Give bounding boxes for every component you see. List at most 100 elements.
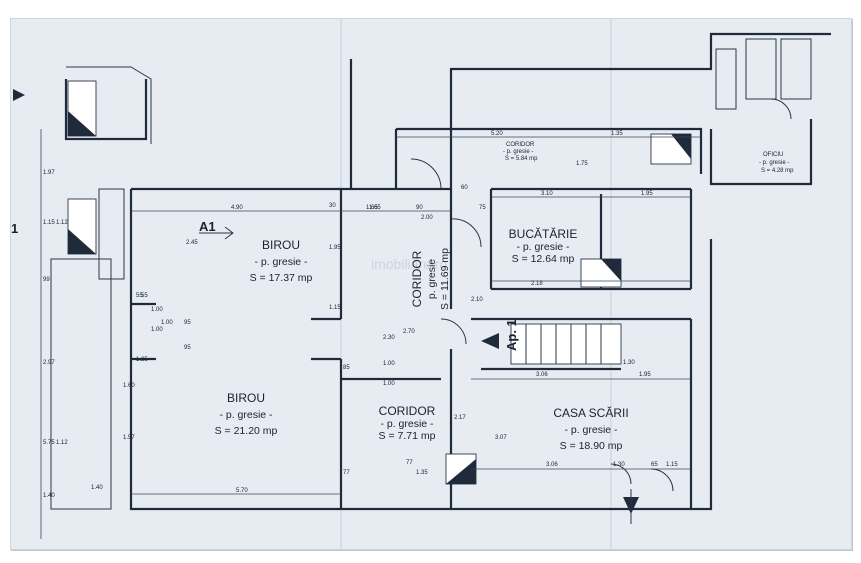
- dim-mid-9: 1.95: [639, 372, 651, 378]
- room-name: CORIDOR: [506, 142, 535, 148]
- room-floor: - p. gresie -: [254, 256, 308, 268]
- room-name: CORIDOR: [410, 250, 424, 307]
- room-coridor-sus: CORIDOR - p. gresie - S = 5.84 mp: [503, 142, 538, 162]
- dim-bottom-2: 77: [343, 470, 350, 476]
- dim-top-7: 1.95: [641, 191, 653, 197]
- dim-left-5: 5.75: [43, 440, 55, 446]
- room-floor: - p. gresie -: [219, 409, 273, 421]
- room-area: S = 5.84 mp: [505, 156, 538, 162]
- dim-top-8: 5.20: [491, 131, 503, 137]
- dim-mid-26: 1.30: [623, 360, 635, 366]
- dim-mid-18: 1.00: [161, 320, 173, 326]
- dim-top-2: 30: [329, 203, 336, 209]
- dim-top-4: 2.00: [421, 215, 433, 221]
- dim-top-9: 1.35: [611, 131, 623, 137]
- dim-mid-17: 95: [184, 320, 191, 326]
- room-name: CORIDOR: [379, 404, 436, 418]
- room-area: S = 7.71 mp: [379, 430, 436, 442]
- stair-top: [650, 133, 692, 165]
- stair-kitchen: [580, 258, 622, 288]
- room-floor: - p. gresie -: [759, 160, 789, 166]
- room-casa-scarii: CASA SCĂRII - p. gresie - S = 18.90 mp: [553, 405, 628, 452]
- room-floor: - p. gresie -: [503, 149, 533, 155]
- entry-arrow-icon: [481, 333, 499, 349]
- left-marker: 1: [11, 221, 18, 236]
- dim-bottom-5: 3.06: [546, 462, 558, 468]
- room-floor: - p. gresie -: [380, 418, 434, 430]
- stair-coridor-mic: [445, 453, 477, 485]
- room-name: BUCĂTĂRIE: [509, 226, 578, 241]
- room-area: S = 17.37 mp: [250, 272, 313, 284]
- dim-mid-20: 60: [461, 185, 468, 191]
- room-area: S = 18.90 mp: [560, 440, 623, 452]
- dimension-labels: 4.90 1.65 30 90 2.00 75 3.10 1.95 5.20 1…: [43, 131, 678, 499]
- dim-mid-22: 3.07: [495, 435, 507, 441]
- dim-mid-14: 1.00: [383, 361, 395, 367]
- dim-mid-15: 85: [343, 365, 350, 371]
- room-floor: p. gresie: [426, 259, 438, 299]
- room-name: BIROU: [227, 391, 265, 405]
- dim-mid-5: 1.60: [123, 383, 135, 389]
- room-floor: - p. gresie -: [564, 424, 618, 436]
- dim-left-7: 1.40: [43, 493, 55, 499]
- dim-top-10: 1.75: [576, 161, 588, 167]
- dim-mid-8: 3.06: [536, 372, 548, 378]
- floor-plan-drawing: imobiliare.ro: [11, 19, 831, 549]
- watermark: imobiliare.ro: [371, 256, 447, 272]
- dim-bottom-0: 1.40: [91, 485, 103, 491]
- room-bucatarie: BUCĂTĂRIE - p. gresie - S = 12.64 mp: [509, 226, 578, 265]
- dim-mid-11: 1.65: [366, 205, 378, 211]
- room-name: CASA SCĂRII: [553, 405, 628, 420]
- dim-mid-6: 1.57: [123, 435, 135, 441]
- building-walls: [50, 32, 831, 511]
- stair-upper-left: [67, 80, 97, 137]
- dim-bottom-6: 1.30: [613, 462, 625, 468]
- dim-mid-2: 1.00: [151, 307, 163, 313]
- room-name: BIROU: [262, 238, 300, 252]
- dim-top-1: 1.65: [369, 205, 381, 211]
- tag-ap1: Ap. 1: [504, 319, 519, 351]
- dim-mid-23: 55: [141, 293, 148, 299]
- room-area: S = 11.69 mp: [439, 248, 451, 310]
- dim-mid-7: 2.18: [531, 281, 543, 287]
- room-birou-1: BIROU - p. gresie - S = 17.37 mp: [250, 238, 313, 284]
- section-tag-a1: A1: [199, 219, 234, 240]
- dim-mid-16: 1.00: [383, 381, 395, 387]
- dim-mid-0: 2.45: [186, 240, 198, 246]
- dim-bottom-7: 65: [651, 462, 658, 468]
- dim-top-3: 90: [416, 205, 423, 211]
- dim-left-2: 1.12: [56, 220, 68, 226]
- dim-left-6: 1.12: [56, 440, 68, 446]
- dim-bottom-3: 1.35: [416, 470, 428, 476]
- dim-mid-21: 2.17: [454, 415, 466, 421]
- dim-mid-1: 1.95: [329, 245, 341, 251]
- room-area: S = 4.28 mp: [761, 168, 794, 174]
- room-coridor-central: CORIDOR p. gresie S = 11.69 mp: [410, 248, 451, 310]
- dim-bottom-1: 5.70: [236, 488, 248, 494]
- wc-block: [709, 38, 813, 186]
- room-birou-2: BIROU - p. gresie - S = 21.20 mp: [215, 391, 278, 437]
- dim-mid-10: 2.10: [471, 297, 483, 303]
- room-area: S = 21.20 mp: [215, 425, 278, 437]
- room-coridor-mic: CORIDOR - p. gresie - S = 7.71 mp: [379, 404, 436, 442]
- room-oficiu: OFICIU - p. gresie - S = 4.28 mp: [759, 152, 794, 174]
- dim-mid-4: 1.25: [136, 357, 148, 363]
- dim-left-4: 2.97: [43, 360, 55, 366]
- stair-left: [67, 188, 125, 280]
- dim-mid-13: 2.30: [383, 335, 395, 341]
- dim-mid-25: 2.70: [403, 329, 415, 335]
- dim-top-0: 4.90: [231, 205, 243, 211]
- dim-mid-24: 1.00: [151, 327, 163, 333]
- stair-casa-scarii: [510, 323, 622, 365]
- dim-left-0: 1.97: [43, 170, 55, 176]
- dim-top-5: 75: [479, 205, 486, 211]
- dim-top-6: 3.10: [541, 191, 553, 197]
- dim-left-3: 99: [43, 277, 50, 283]
- dimension-lines: [40, 129, 701, 539]
- floor-plan-sheet: imobiliare.ro: [10, 18, 852, 550]
- dim-mid-19: 95: [184, 345, 191, 351]
- tag-a1: A1: [199, 219, 216, 234]
- dim-left-1: 1.15: [43, 220, 55, 226]
- dim-mid-12: 1.15: [329, 305, 341, 311]
- room-name: OFICIU: [763, 152, 783, 158]
